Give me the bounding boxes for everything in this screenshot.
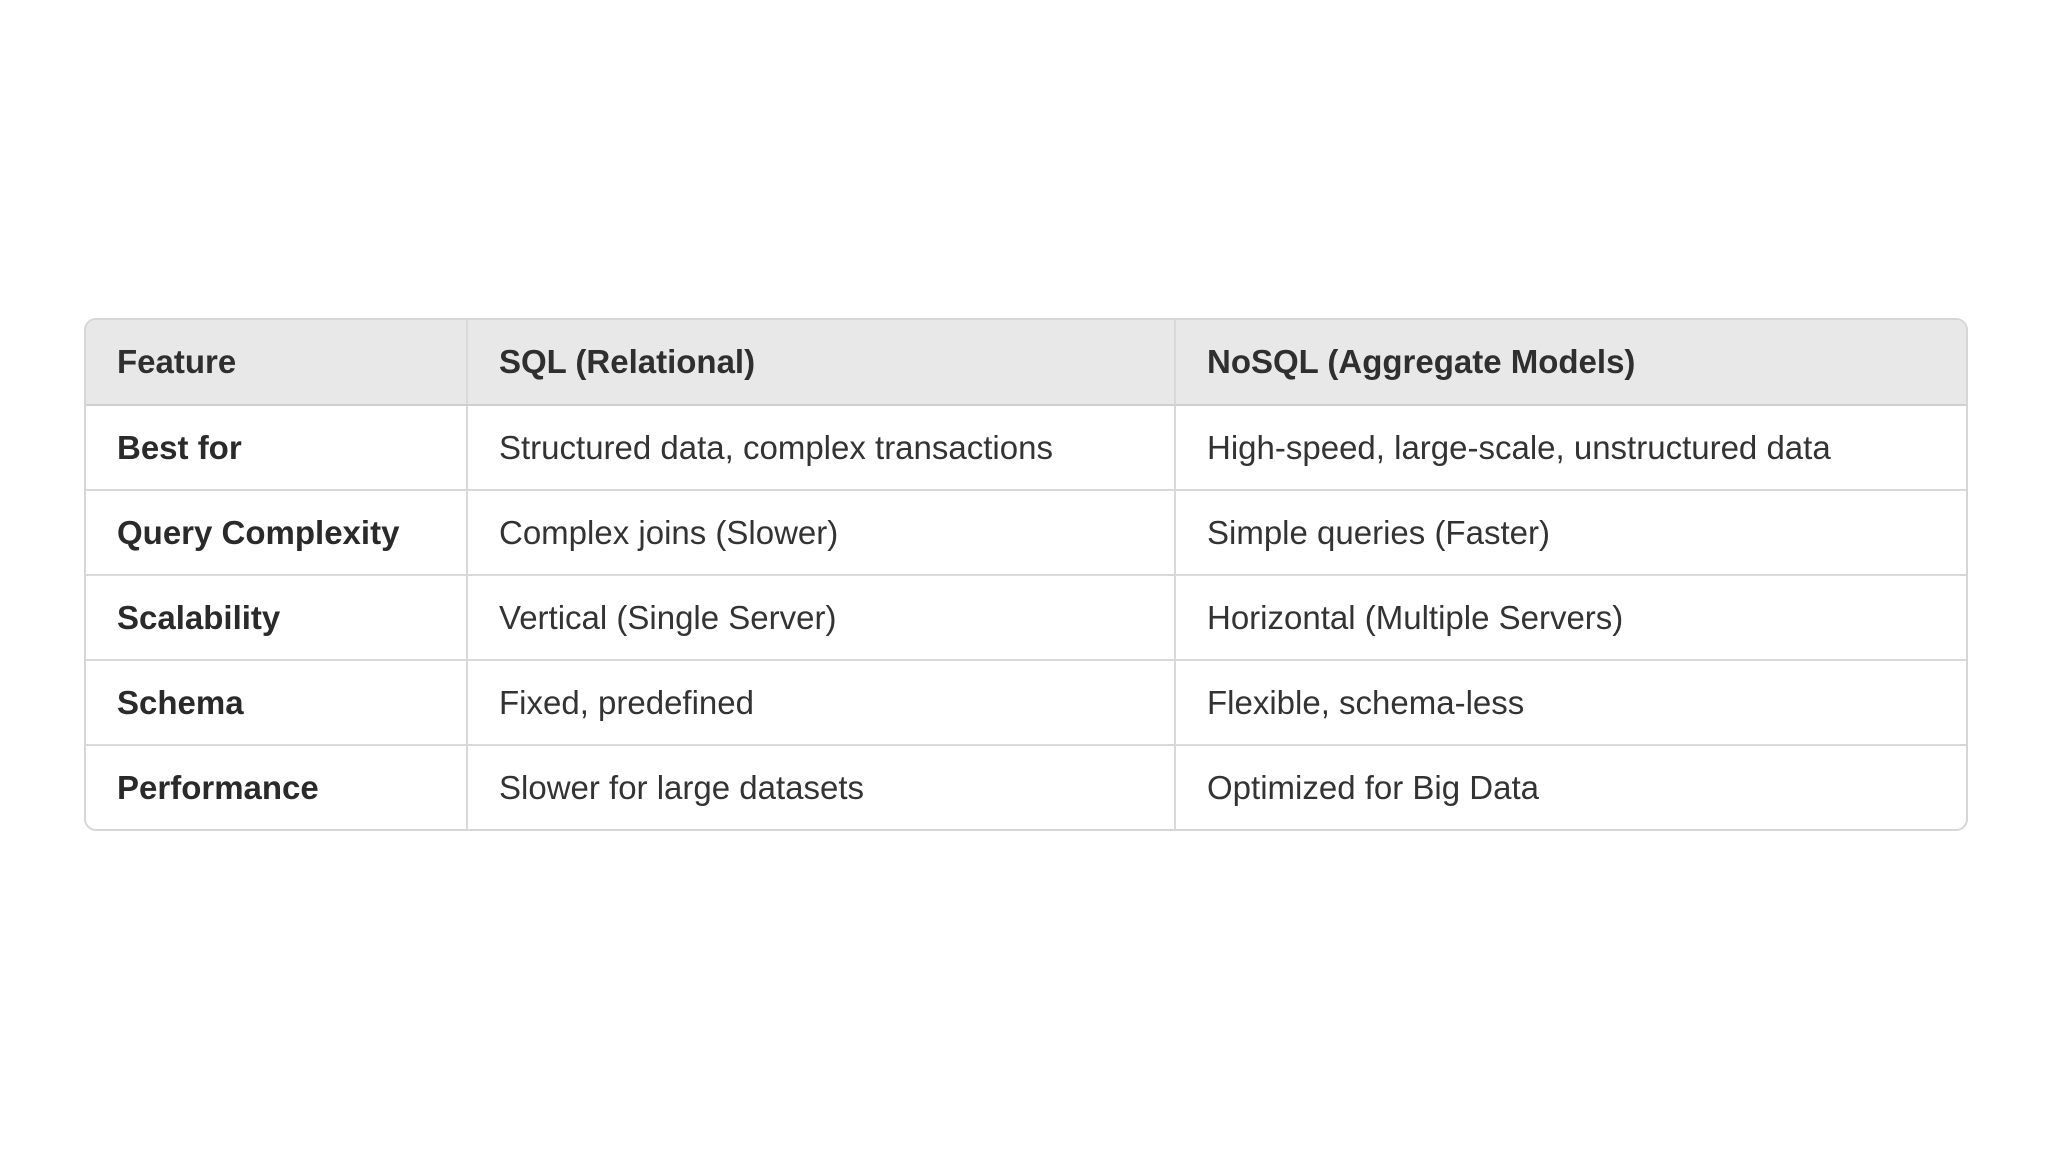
row-sql-value: Slower for large datasets: [467, 745, 1176, 829]
table-row: Schema Fixed, predefined Flexible, schem…: [86, 660, 1966, 746]
row-feature: Best for: [86, 405, 468, 491]
table-header: Feature SQL (Relational) NoSQL (Aggregat…: [86, 320, 1966, 406]
comparison-table-container: Feature SQL (Relational) NoSQL (Aggregat…: [84, 318, 1968, 831]
header-nosql: NoSQL (Aggregate Models): [1175, 320, 1966, 406]
row-nosql-value: High-speed, large-scale, unstructured da…: [1175, 405, 1966, 491]
row-feature: Schema: [86, 660, 468, 746]
row-nosql-value: Flexible, schema-less: [1175, 660, 1966, 746]
row-sql-value: Vertical (Single Server): [467, 575, 1176, 661]
comparison-table: Feature SQL (Relational) NoSQL (Aggregat…: [86, 320, 1966, 829]
row-sql-value: Complex joins (Slower): [467, 490, 1176, 576]
header-sql: SQL (Relational): [467, 320, 1176, 406]
header-row: Feature SQL (Relational) NoSQL (Aggregat…: [86, 320, 1966, 406]
table-row: Best for Structured data, complex transa…: [86, 405, 1966, 491]
row-nosql-value: Horizontal (Multiple Servers): [1175, 575, 1966, 661]
row-nosql-value: Simple queries (Faster): [1175, 490, 1966, 576]
table-row: Scalability Vertical (Single Server) Hor…: [86, 575, 1966, 661]
table-body: Best for Structured data, complex transa…: [86, 405, 1966, 829]
row-feature: Scalability: [86, 575, 468, 661]
row-sql-value: Fixed, predefined: [467, 660, 1176, 746]
row-nosql-value: Optimized for Big Data: [1207, 768, 1539, 806]
row-feature: Performance: [86, 745, 468, 829]
header-feature: Feature: [86, 320, 468, 406]
table-row: Query Complexity Complex joins (Slower) …: [86, 490, 1966, 576]
table-row: Performance Slower for large datasets Op…: [86, 745, 1966, 829]
row-feature: Query Complexity: [86, 490, 468, 576]
row-sql-value: Structured data, complex transactions: [467, 405, 1176, 491]
